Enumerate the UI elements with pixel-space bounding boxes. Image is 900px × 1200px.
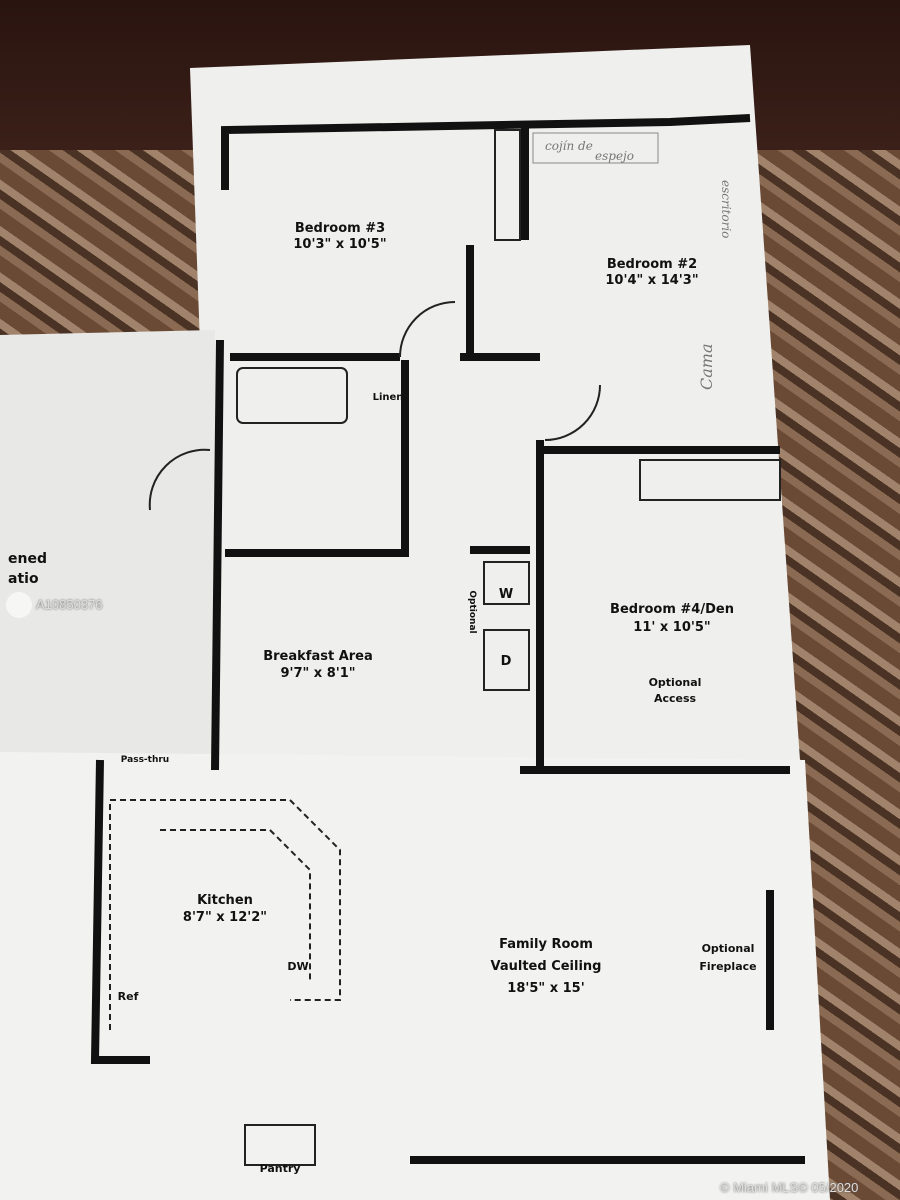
paper-upper — [190, 45, 800, 760]
note-bed: Cama — [697, 344, 716, 391]
patio-partial-2: atio — [8, 571, 39, 587]
note-top-2: espejo — [595, 149, 634, 163]
bedroom4-size: 11' x 10'5" — [633, 620, 710, 635]
bedroom4-name: Bedroom #4/Den — [610, 602, 734, 617]
kitchen-name: Kitchen — [197, 893, 253, 908]
room-labels: Bedroom #3 10'3" x 10'5" Bedroom #2 10'4… — [8, 221, 757, 1175]
optional-laundry-label: Optional — [467, 590, 477, 633]
family-sub: Vaulted Ceiling — [491, 959, 602, 974]
fireplace-2: Fireplace — [699, 960, 756, 973]
washer-label: W — [499, 587, 513, 602]
fireplace-1: Optional — [702, 942, 755, 955]
walls — [90, 114, 805, 1164]
copyright-watermark: © Miami MLS© 05/2020 — [720, 1180, 859, 1195]
dw-label: DW — [287, 960, 308, 973]
family-size: 18'5" x 15' — [507, 981, 584, 996]
breakfast-size: 9'7" x 8'1" — [280, 666, 355, 681]
pantry-label: Pantry — [260, 1162, 301, 1175]
family-name: Family Room — [499, 937, 593, 952]
paper-lower — [0, 752, 830, 1200]
pass-thru-label: Pass-thru — [121, 755, 169, 765]
listing-id-watermark: A10850376 — [36, 597, 103, 612]
mls-logo-icon — [6, 592, 32, 618]
optional-access-1: Optional — [649, 676, 702, 689]
ref-label: Ref — [118, 990, 139, 1003]
paper-left — [0, 330, 215, 760]
linen-label: Linen — [373, 392, 404, 403]
patio-partial-1: ened — [8, 551, 47, 567]
kitchen-counters — [109, 799, 341, 1030]
note-top-1: cojín de — [545, 139, 593, 153]
bedroom2-name: Bedroom #2 — [607, 257, 697, 272]
dryer-label: D — [501, 654, 512, 669]
kitchen-size: 8'7" x 12'2" — [183, 910, 267, 925]
handwritten-notes: cojín de espejo escritorio Cama — [532, 132, 733, 391]
optional-access-2: Access — [654, 692, 697, 705]
bedroom3-name: Bedroom #3 — [295, 221, 385, 236]
bedroom2-size: 10'4" x 14'3" — [605, 273, 698, 288]
breakfast-name: Breakfast Area — [263, 649, 373, 664]
note-desk: escritorio — [719, 180, 733, 238]
fixtures — [148, 129, 781, 1166]
bedroom3-size: 10'3" x 10'5" — [293, 237, 386, 252]
